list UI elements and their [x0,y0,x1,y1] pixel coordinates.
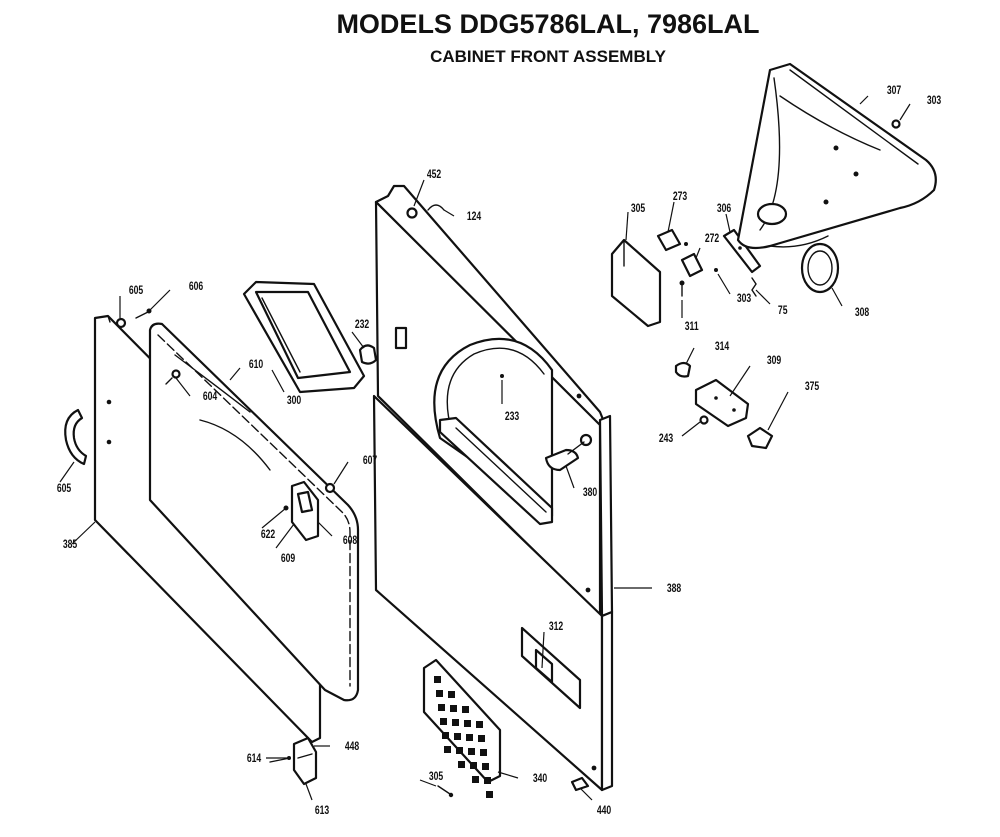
grille-slot [442,732,449,739]
callout-307: 307 [887,85,902,98]
screw-243 [699,415,709,425]
clip-452 [406,207,418,219]
bracket-309 [694,378,750,428]
callout-388: 388 [667,583,682,596]
grille-slot [454,733,461,740]
grille-slot [444,746,451,753]
page-title: MODELS DDG5786LAL, 7986LAL [336,9,759,39]
screw-311 [679,280,685,297]
grille-slot [450,705,457,712]
grille-slot [434,676,441,683]
screw-124 [427,204,445,211]
callout-609: 609 [281,553,296,566]
grille-slot [448,691,455,698]
callout-303-switch: 303 [737,293,752,306]
drum-seal-ring [800,242,840,294]
grille-slot [462,706,469,713]
grille-slot [482,763,489,770]
callout-labels: 307 303 452 124 305 273 306 272 303 75 3… [57,85,942,818]
callout-232: 232 [355,319,370,332]
callout-614: 614 [247,753,262,766]
callout-306: 306 [717,203,732,216]
callout-273: 273 [673,191,688,204]
grille-slot [464,720,471,727]
callout-233: 233 [505,411,520,424]
front-bulkhead [736,62,937,250]
door-inner-liner [148,322,360,702]
callout-75: 75 [778,305,788,318]
grille-slot [484,777,491,784]
callout-308: 308 [855,307,870,320]
callout-606: 606 [189,281,204,294]
callout-452: 452 [427,169,442,182]
grille-slot [486,791,493,798]
callout-622: 622 [261,529,276,542]
callout-604: 604 [203,391,218,404]
callout-300: 300 [287,395,302,408]
callout-613: 613 [315,805,330,818]
door-latch-assembly [283,480,320,542]
leveling-leg [570,776,590,792]
switch-272 [680,252,718,278]
lint-duct [242,280,366,394]
grille-slot [476,721,483,728]
door-switch [544,433,593,472]
callout-124: 124 [467,211,482,224]
callout-305-screw: 305 [429,771,444,784]
door-handle [64,408,88,466]
callout-314: 314 [715,341,730,354]
callout-448: 448 [345,741,360,754]
grille-slot [480,749,487,756]
callout-312: 312 [549,621,564,634]
callout-605-screw: 605 [129,285,144,298]
grille-slot [436,690,443,697]
grille-slot [438,704,445,711]
callout-305-bracket: 305 [631,203,646,216]
door-strike-607 [324,482,336,494]
callout-380: 380 [583,487,598,500]
control-bracket [610,238,662,328]
switch-273 [656,228,688,252]
grille-slot [478,735,485,742]
callout-440: 440 [597,805,612,818]
grille-slot [468,748,475,755]
screw-305-lower [437,785,454,798]
page-subtitle: CABINET FRONT ASSEMBLY [430,47,666,66]
grille-slot [456,747,463,754]
cabinet-front-panel [372,184,614,792]
callout-311: 311 [685,321,699,334]
door-screw-606 [135,308,152,319]
toe-grille [422,658,502,798]
leader-lines [59,95,911,801]
door-screw-605 [115,317,127,329]
screw-303-top [891,119,901,129]
callout-375: 375 [805,381,820,394]
callout-309: 309 [767,355,782,368]
grille-slot [458,761,465,768]
bracket-306 [722,228,762,274]
callout-303-top: 303 [927,95,942,108]
clip-232 [358,344,378,365]
grille-slot [452,719,459,726]
callout-340: 340 [533,773,548,786]
callout-610: 610 [249,359,264,372]
callout-243: 243 [659,433,674,446]
grille-slot [472,776,479,783]
door-hinge [269,736,318,786]
sensor-375 [746,426,774,450]
door-fastener-604 [165,369,181,385]
grille-slot [440,718,447,725]
callout-605-handle: 605 [57,483,72,496]
callout-608: 608 [343,535,358,548]
grille-slot [466,734,473,741]
part-314 [674,361,692,378]
callout-607: 607 [363,455,378,468]
grille-slot [470,762,477,769]
callout-272: 272 [705,233,720,246]
spring-75 [751,277,757,297]
callout-385: 385 [63,539,78,552]
